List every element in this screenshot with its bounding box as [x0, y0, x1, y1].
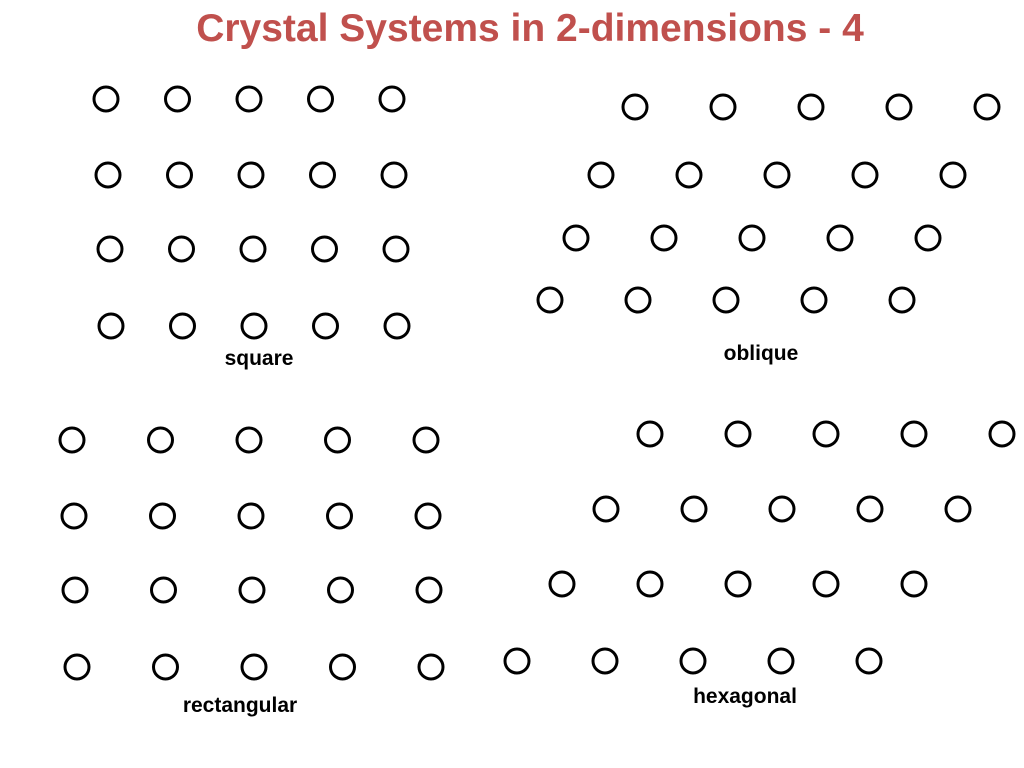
lattice-atom: [548, 570, 576, 598]
lattice-atom: [797, 93, 825, 121]
lattice-atom: [768, 495, 796, 523]
lattice-atom: [61, 576, 89, 604]
oblique-lattice: [536, 93, 1001, 314]
lattice-atom: [414, 502, 442, 530]
lattice-atom: [240, 312, 268, 340]
lattice-atom: [63, 653, 91, 681]
lattice-atom: [767, 647, 795, 675]
lattice-atom: [415, 576, 443, 604]
lattice-atom: [709, 93, 737, 121]
lattice-atom: [562, 224, 590, 252]
lattice-atom: [309, 161, 336, 189]
oblique-label: oblique: [723, 342, 799, 365]
lattice-atom: [307, 85, 334, 113]
lattice-atom: [237, 502, 265, 530]
lattice-atom: [240, 653, 268, 681]
lattice-atom: [900, 570, 928, 598]
lattice-atom: [329, 653, 356, 681]
lattice-atom: [235, 426, 263, 454]
lattice-atom: [149, 502, 176, 530]
lattice-atom: [238, 576, 266, 604]
lattice-atom: [988, 420, 1016, 448]
lattice-atom: [636, 420, 664, 448]
lattice-atom: [327, 576, 354, 604]
lattice-atom: [650, 224, 678, 252]
lattice-atom: [536, 286, 564, 314]
lattice-atom: [680, 495, 708, 523]
lattice-atom: [724, 570, 752, 598]
lattice-atom: [412, 426, 440, 454]
lattice-atom: [324, 426, 351, 454]
lattice-atom: [587, 161, 615, 189]
hexagonal-label: hexagonal: [693, 685, 797, 708]
lattice-atom: [856, 495, 884, 523]
lattice-atom: [800, 286, 828, 314]
lattice-atom: [150, 576, 177, 604]
lattice-atom: [851, 161, 879, 189]
lattice-atom: [164, 85, 191, 113]
lattice-atom: [914, 224, 942, 252]
lattice-atom: [380, 161, 408, 189]
lattice-atom: [738, 224, 766, 252]
lattice-atom: [888, 286, 916, 314]
lattice-atom: [885, 93, 913, 121]
lattice-atom: [312, 312, 339, 340]
lattice-atom: [96, 235, 124, 263]
lattice-atom: [855, 647, 883, 675]
lattice-atom: [326, 502, 353, 530]
lattice-atom: [166, 161, 193, 189]
lattice-atom: [417, 653, 445, 681]
lattice-atom: [712, 286, 740, 314]
lattice-atom: [636, 570, 664, 598]
square-label: square: [224, 347, 294, 370]
lattice-atom: [383, 312, 411, 340]
lattice-atom: [92, 85, 120, 113]
lattice-atom: [169, 312, 196, 340]
lattice-atom: [592, 495, 620, 523]
lattice-atom: [97, 312, 125, 340]
lattice-atom: [168, 235, 195, 263]
lattice-atom: [60, 502, 88, 530]
lattice-atom: [812, 570, 840, 598]
rectangular-label: rectangular: [182, 694, 298, 717]
lattice-atom: [378, 85, 406, 113]
rectangular-lattice: [58, 426, 445, 681]
lattice-atom: [826, 224, 854, 252]
lattice-atom: [382, 235, 410, 263]
lattice-atom: [973, 93, 1001, 121]
lattice-atom: [94, 161, 122, 189]
lattice-atom: [939, 161, 967, 189]
lattice-atom: [147, 426, 174, 454]
lattice-atom: [675, 161, 703, 189]
lattice-atom: [763, 161, 791, 189]
lattice-atom: [679, 647, 707, 675]
lattice-atom: [621, 93, 649, 121]
slide-title: Crystal Systems in 2-dimensions - 4: [196, 7, 864, 50]
lattice-atom: [944, 495, 972, 523]
lattice-atom: [900, 420, 928, 448]
lattice-atom: [812, 420, 840, 448]
lattice-atom: [58, 426, 86, 454]
lattice-atom: [152, 653, 179, 681]
square-lattice: [92, 85, 411, 340]
lattice-atom: [724, 420, 752, 448]
lattice-atom: [237, 161, 265, 189]
lattice-atom: [311, 235, 338, 263]
lattice-atom: [503, 647, 531, 675]
lattice-atom: [624, 286, 652, 314]
hexagonal-lattice: [503, 420, 1016, 675]
lattice-atom: [235, 85, 263, 113]
lattice-atom: [591, 647, 619, 675]
lattice-atom: [239, 235, 267, 263]
